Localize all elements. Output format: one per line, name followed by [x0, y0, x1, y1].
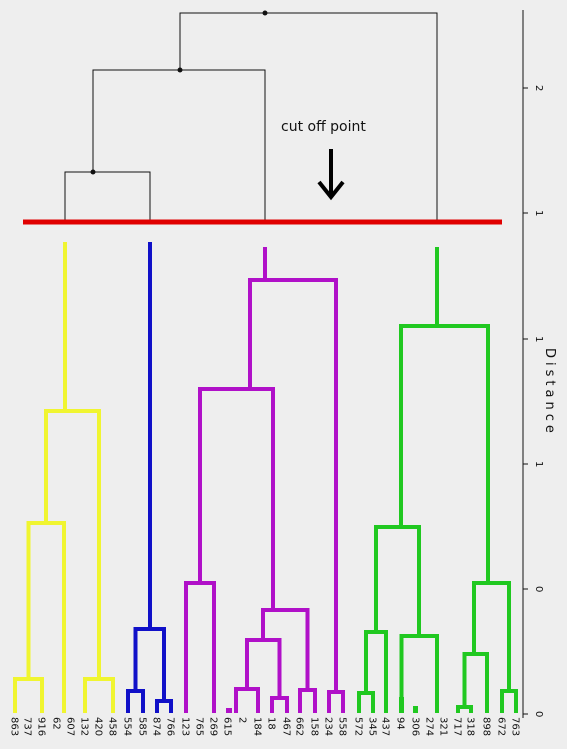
merge-node — [177, 67, 183, 73]
leaf-label: 863 — [9, 717, 20, 736]
cluster-green — [357, 247, 518, 713]
cluster-link — [298, 688, 317, 713]
cluster-purple — [184, 247, 345, 713]
cluster-link — [472, 581, 511, 691]
cluster-link — [44, 409, 101, 679]
leaf-label: 717 — [452, 717, 463, 736]
leaf-label: 916 — [36, 717, 47, 736]
leaf-label: 420 — [93, 717, 104, 736]
upper-link — [179, 12, 438, 222]
leaf-label: 615 — [222, 717, 233, 736]
distance-axis: 2 1 1 1 0 0 Distance — [522, 10, 557, 718]
leaf-label: 672 — [496, 717, 507, 736]
cluster-link — [270, 696, 289, 713]
cluster-link — [456, 705, 473, 713]
leaf-label: 2 — [237, 717, 248, 723]
axis-tick-label: 1 — [533, 461, 544, 467]
leaf-label: 467 — [281, 717, 292, 736]
leaf-label: 737 — [22, 717, 33, 736]
cluster-link — [399, 634, 439, 713]
leaf-label: 184 — [252, 717, 263, 736]
merge-node — [262, 10, 268, 16]
cluster-link — [226, 708, 232, 713]
cluster-yellow — [13, 242, 115, 713]
leaf-label: 318 — [465, 717, 476, 736]
leaf-label: 132 — [79, 717, 90, 736]
leaf-label: 585 — [137, 717, 148, 736]
axis-tick-label: 1 — [533, 336, 544, 342]
leaf-label: 898 — [481, 717, 492, 736]
cluster-link — [126, 689, 145, 713]
axis-tick-label: 2 — [533, 85, 544, 91]
cluster-link — [374, 525, 421, 636]
axis-label: Distance — [542, 348, 557, 437]
axis-ticks: 2 1 1 1 0 0 — [523, 85, 544, 717]
leaf-label: 766 — [165, 717, 176, 736]
upper-link — [64, 171, 151, 222]
cluster-link — [83, 677, 115, 713]
leaf-label: 158 — [309, 717, 320, 736]
cluster-link — [248, 278, 338, 692]
leaf-label: 18 — [266, 717, 277, 730]
leaf-label: 62 — [51, 717, 62, 730]
cluster-link — [13, 677, 44, 713]
cluster-link — [327, 690, 345, 713]
merge-node — [90, 169, 96, 175]
leaf-label: 558 — [337, 717, 348, 736]
leaf-label: 306 — [410, 717, 421, 736]
down-arrow-icon — [317, 149, 345, 201]
leaf-label: 662 — [294, 717, 305, 736]
leaf-label: 123 — [180, 717, 191, 736]
leaf-label: 554 — [122, 717, 133, 736]
cluster-link — [357, 691, 375, 713]
upper-link — [92, 69, 266, 222]
leaf-label: 437 — [380, 717, 391, 736]
upper-tree-links — [64, 12, 438, 222]
cluster-link — [462, 652, 489, 713]
leaf-label: 274 — [424, 717, 435, 736]
leaf-label: 458 — [107, 717, 118, 736]
cluster-link — [198, 387, 275, 610]
axis-tick-label: 0 — [533, 711, 544, 717]
leaf-label: 269 — [208, 717, 219, 736]
cut-off-label: cut off point — [281, 119, 366, 135]
leaf-label: 572 — [353, 717, 364, 736]
cluster-link — [399, 697, 404, 713]
axis-tick-label: 0 — [533, 586, 544, 592]
upper-tree-nodes — [90, 10, 268, 175]
cluster-link — [261, 608, 310, 690]
cluster-link — [399, 324, 490, 583]
cluster-link — [364, 630, 388, 713]
leaf-label: 763 — [510, 717, 521, 736]
leaf-label: 874 — [151, 717, 162, 736]
cluster-link — [155, 699, 173, 713]
axis-tick-label: 1 — [533, 210, 544, 216]
cluster-link — [184, 581, 216, 713]
leaf-label: 345 — [367, 717, 378, 736]
cluster-link — [413, 706, 418, 713]
cluster-link — [26, 521, 66, 713]
leaf-label: 234 — [323, 717, 334, 736]
leaf-label: 321 — [438, 717, 449, 736]
leaf-label: 765 — [194, 717, 205, 736]
cluster-blue — [126, 242, 173, 713]
leaf-label: 607 — [65, 717, 76, 736]
cluster-link — [234, 687, 260, 713]
leaf-label: 94 — [395, 717, 406, 730]
cluster-link — [500, 689, 518, 713]
